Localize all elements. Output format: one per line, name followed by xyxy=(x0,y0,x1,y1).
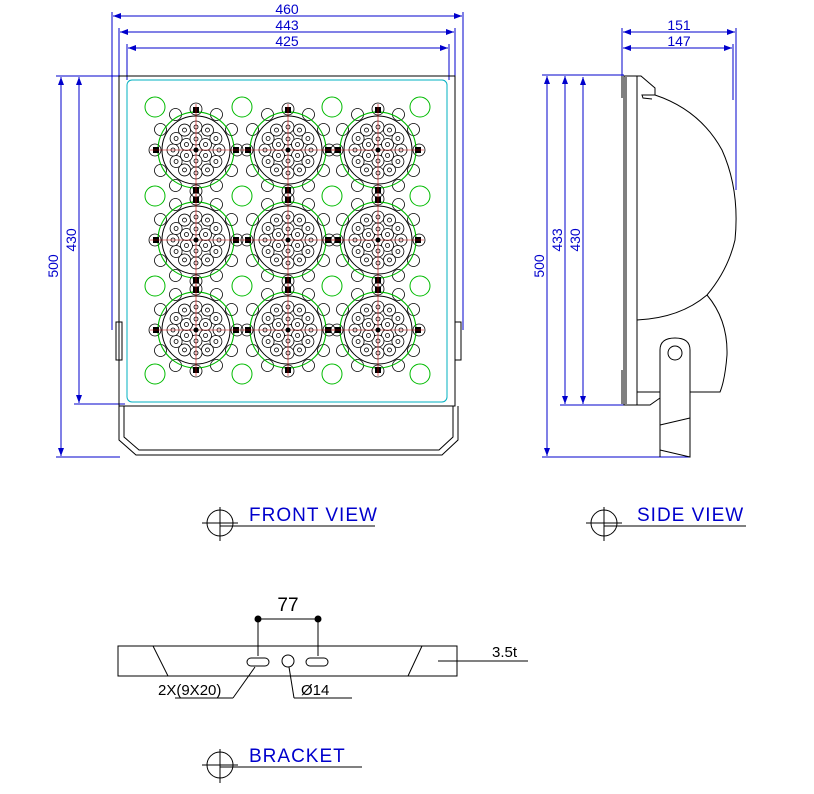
mounting-ring xyxy=(144,185,166,207)
led-module-array xyxy=(144,96,431,385)
mounting-ring xyxy=(231,96,253,118)
bracket-label: BRACKET xyxy=(249,746,346,767)
side-view: 151 147 500 433 430 SIDE VIEW xyxy=(531,17,746,541)
front-view-title: FRONT VIEW xyxy=(202,505,378,541)
hole-spec-label: Ø14 xyxy=(301,682,329,699)
heatsink-upper xyxy=(636,94,737,321)
led-module xyxy=(330,282,426,378)
dim-glass-height: 430 xyxy=(63,228,79,252)
mounting-ring xyxy=(321,185,343,207)
heatsink-lower xyxy=(690,294,728,393)
side-view-label: SIDE VIEW xyxy=(637,505,744,526)
mounting-ring xyxy=(231,275,253,297)
mounting-ring xyxy=(231,363,253,385)
thickness-label: 3.5t xyxy=(492,644,518,661)
slot-right xyxy=(305,657,329,667)
dim-overall-width: 460 xyxy=(275,1,299,17)
led-module xyxy=(240,102,336,198)
slot-left xyxy=(246,657,270,667)
mounting-ring xyxy=(321,96,343,118)
slot-spec-label: 2X(9X20) xyxy=(158,682,221,699)
glass-outline xyxy=(126,79,448,403)
front-dimensions: 460 443 425 500 430 xyxy=(45,1,464,458)
u-bracket xyxy=(118,406,459,456)
pivot-bolt xyxy=(667,345,683,361)
mounting-ring xyxy=(409,96,431,118)
side-bracket-arm xyxy=(659,337,691,458)
front-view-label: FRONT VIEW xyxy=(249,505,378,526)
mounting-ring xyxy=(144,96,166,118)
mounting-ring xyxy=(144,275,166,297)
dim-overall-height: 500 xyxy=(45,254,61,278)
bracket-title: BRACKET xyxy=(202,746,362,783)
mounting-ring xyxy=(144,363,166,385)
dim-housing-width: 443 xyxy=(275,17,299,33)
dim-glass-width: 425 xyxy=(275,33,299,49)
mounting-ring xyxy=(321,275,343,297)
mounting-ring xyxy=(321,363,343,385)
bracket-view: 77 3.5t 2X(9X20) Ø14 BRACKET xyxy=(117,595,528,783)
mounting-ring xyxy=(409,185,431,207)
side-view-title: SIDE VIEW xyxy=(586,505,746,541)
mounting-ring xyxy=(231,185,253,207)
dim-housing-depth: 147 xyxy=(667,33,691,49)
side-dimensions: 151 147 500 433 430 xyxy=(531,17,737,458)
led-module xyxy=(240,192,336,288)
dim-overall-depth: 151 xyxy=(667,17,691,33)
dim-side-glass-height: 430 xyxy=(567,228,583,252)
front-frame xyxy=(623,75,638,406)
slot-spacing-dim: 77 xyxy=(277,595,298,616)
mounting-ring xyxy=(409,363,431,385)
mounting-ring xyxy=(409,275,431,297)
right-bracket-pivot xyxy=(454,321,462,361)
led-module xyxy=(148,282,244,378)
bracket-plate xyxy=(117,645,458,677)
led-module xyxy=(330,102,426,198)
led-module xyxy=(330,192,426,288)
housing-outline xyxy=(118,75,456,407)
left-bracket-pivot xyxy=(115,321,123,361)
center-hole xyxy=(281,654,295,668)
dim-side-overall-height: 500 xyxy=(531,254,547,278)
led-module xyxy=(148,192,244,288)
dim-housing-height: 433 xyxy=(549,228,565,252)
led-module xyxy=(240,282,336,378)
led-module xyxy=(148,102,244,198)
front-view: 460 443 425 500 430 FRONT VIEW xyxy=(45,1,464,541)
